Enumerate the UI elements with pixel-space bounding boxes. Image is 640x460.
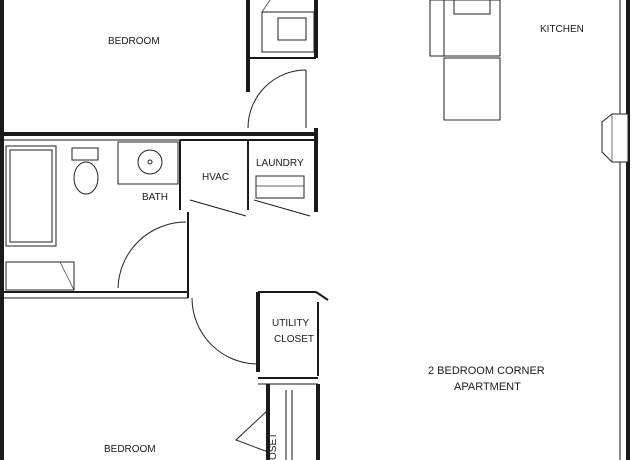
door-swing <box>117 221 187 289</box>
door-swing <box>247 69 307 129</box>
room-label-kitchen: KITCHEN <box>540 24 584 35</box>
room-label-bedroom-top: BEDROOM <box>108 36 160 47</box>
door-swing <box>191 297 259 365</box>
plan-title-line1: 2 BEDROOM CORNER <box>428 365 545 377</box>
room-label-closet-partial: OSET <box>268 433 279 460</box>
bedroom-top-walls <box>246 0 318 92</box>
kitchen-cabinets <box>429 0 501 121</box>
plan-title-line2: APARTMENT <box>454 381 521 393</box>
bath-fixtures <box>5 141 179 291</box>
room-label-hvac: HVAC <box>202 172 229 183</box>
room-label-utility-line1: UTILITY <box>272 318 310 329</box>
room-label-laundry: LAUNDRY <box>256 158 304 169</box>
utility-closet-walls <box>256 291 329 385</box>
room-label-bath: BATH <box>142 192 168 203</box>
room-label-bedroom-bottom: BEDROOM <box>104 444 156 455</box>
window <box>601 113 629 163</box>
lower-closet-walls <box>235 384 320 460</box>
hvac-laundry-walls <box>180 139 316 217</box>
room-label-utility-line2: CLOSET <box>274 334 314 345</box>
bath-walls <box>2 140 189 299</box>
